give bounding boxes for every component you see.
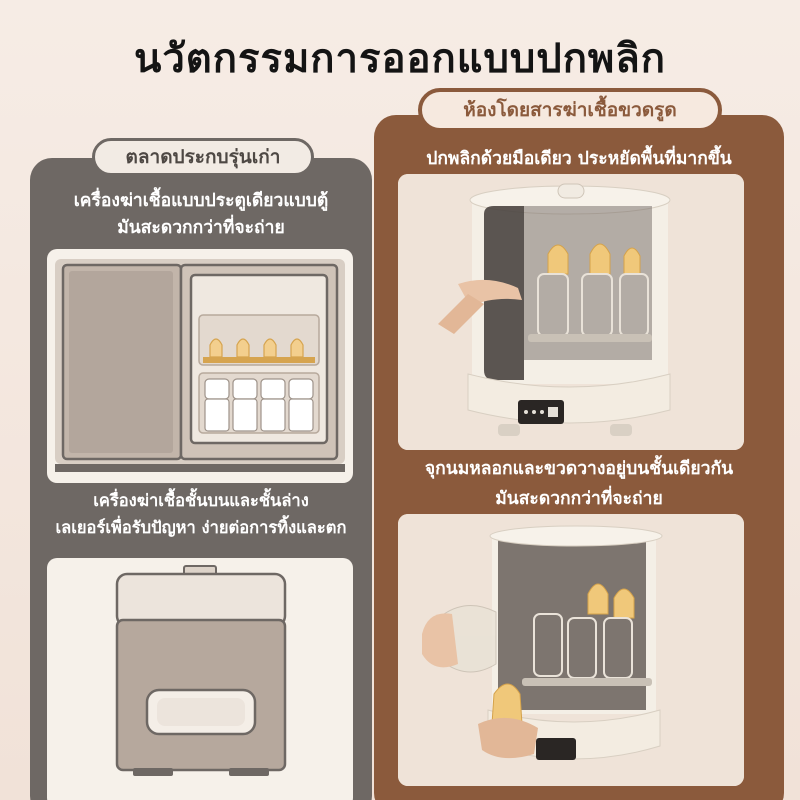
same-shelf-caption-line2: มันสะดวกกว่าที่จะถ่าย [495,489,663,509]
stacked-caption-line1: เครื่องฆ่าเชื้อชั้นบนและชั้นล่าง [93,491,309,510]
cabinet-caption-line2: มันสะดวกกว่าที่จะถ่าย [117,218,285,238]
headline: นวัตกรรมการออกแบบปกพลิก [133,36,667,82]
cabinet-caption-line1: เครื่องฆ่าเชื้อแบบประตูเดียวแบบตู้ [73,191,329,211]
old-market-tag: ตลาดประกบรุ่นเก่า [92,138,314,176]
same-shelf-caption-line1: จุกนมหลอกและขวดวางอยู่บนชั้นเดียวกัน [424,459,734,479]
flip-cover-sterilizer-photo [398,174,744,450]
one-hand-caption: ปกพลิกด้วยมือเดียว ประหยัดพื้นที่มากขึ้น [426,149,732,169]
stacked-sterilizer-illustration [47,558,353,800]
bottle-rack-sterilizer-photo [398,514,744,786]
stacked-caption: เครื่องฆ่าเชื้อชั้นบนและชั้นล่าง เลเยอร์… [30,487,372,541]
flip-cover-tag: ห้องโดยสารฆ่าเชื้อขวดรูด [418,88,722,132]
stacked-caption-line2: เลเยอร์เพื่อรับปัญหา ง่ายต่อการทิ้งและตก [55,518,347,537]
same-shelf-caption: จุกนมหลอกและขวดวางอยู่บนชั้นเดียวกัน มัน… [374,454,784,514]
cabinet-caption: เครื่องฆ่าเชื้อแบบประตูเดียวแบบตู้ มันสะ… [30,188,372,242]
cabinet-sterilizer-illustration [47,249,353,483]
